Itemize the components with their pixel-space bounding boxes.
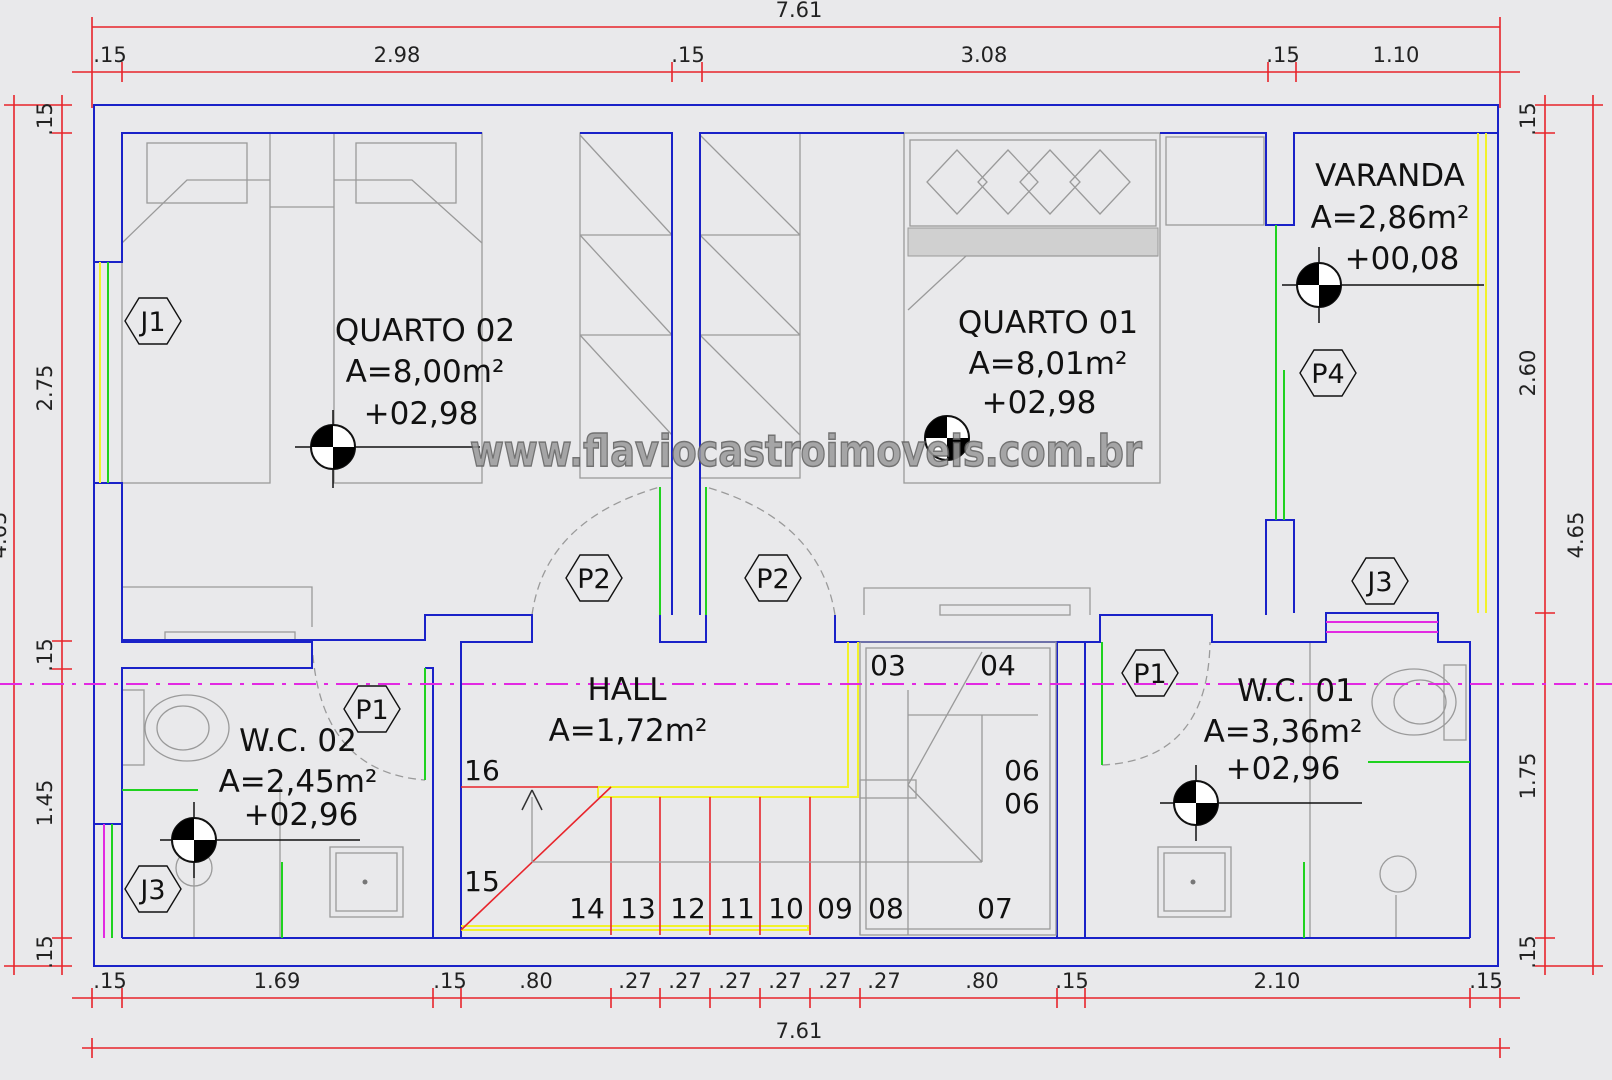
openings — [99, 133, 1487, 938]
step-16: 16 — [464, 754, 500, 787]
room-name-quarto02: QUARTO 02 — [335, 313, 515, 349]
dim-left-3: .15 — [33, 638, 57, 671]
step-15: 15 — [464, 865, 500, 898]
tag-p2-right: P2 — [756, 564, 789, 595]
step-08: 08 — [868, 892, 904, 925]
level-marker-wc01 — [1160, 765, 1362, 841]
step-06a: 06 — [1004, 754, 1040, 787]
room-name-hall: HALL — [587, 672, 667, 708]
tag-p4: P4 — [1311, 359, 1344, 390]
dim-bottom-4: .80 — [519, 969, 552, 993]
dim-bottom-6: .27 — [668, 969, 701, 993]
dim-left-1: .15 — [33, 102, 57, 135]
opening-tags — [124, 297, 1409, 913]
staircase — [460, 641, 1057, 936]
tag-j3-wc02: J3 — [138, 875, 165, 906]
dim-bottom-3: .15 — [433, 969, 466, 993]
dim-top-3: .15 — [671, 43, 704, 67]
step-04: 04 — [980, 649, 1016, 682]
step-03: 03 — [870, 649, 906, 682]
walls — [93, 104, 1499, 967]
dim-bottom-9: .27 — [818, 969, 851, 993]
room-labels: QUARTO 02 A=8,00m² +02,98 QUARTO 01 A=8,… — [219, 158, 1470, 833]
dim-overall-top: 7.61 — [776, 0, 823, 22]
dim-top-5: .15 — [1266, 43, 1299, 67]
step-13: 13 — [620, 892, 656, 925]
room-level-quarto01: +02,98 — [982, 385, 1097, 421]
room-level-wc02: +02,96 — [244, 797, 359, 833]
dim-right-total: 4.65 — [1564, 512, 1588, 559]
step-07: 07 — [977, 892, 1013, 925]
dim-bottom-14: .15 — [1469, 969, 1502, 993]
stair-step-labels: 03 04 06 06 16 15 14 13 12 11 10 09 08 0… — [464, 649, 1040, 925]
room-name-varanda: VARANDA — [1315, 158, 1465, 194]
dim-right-1: .15 — [1516, 102, 1540, 135]
room-area-wc02: A=2,45m² — [219, 764, 378, 800]
tag-j3-varanda: J3 — [1365, 567, 1392, 598]
dim-bottom-13: 2.10 — [1254, 969, 1301, 993]
dim-top-6: 1.10 — [1373, 43, 1420, 67]
dim-left-2: 2.75 — [33, 365, 57, 412]
tag-labels: J1 P2 P2 P4 J3 P1 P1 J3 — [138, 307, 1392, 906]
tag-p1-wc02: P1 — [355, 695, 388, 726]
level-markers — [160, 247, 1484, 878]
room-level-wc01: +02,96 — [1226, 751, 1341, 787]
dim-bottom-11: .80 — [965, 969, 998, 993]
room-name-quarto01: QUARTO 01 — [958, 305, 1138, 341]
dim-bottom-8: .27 — [768, 969, 801, 993]
dim-right-2: 2.60 — [1516, 350, 1540, 397]
room-area-quarto02: A=8,00m² — [346, 354, 505, 390]
watermark: www.flaviocastroimoveis.com.br — [470, 426, 1142, 477]
dim-left-4: 1.45 — [33, 780, 57, 827]
tag-p1-wc01: P1 — [1133, 659, 1166, 690]
step-12: 12 — [670, 892, 706, 925]
dim-left-5: .15 — [33, 935, 57, 968]
step-09: 09 — [817, 892, 853, 925]
room-area-quarto01: A=8,01m² — [969, 346, 1128, 382]
dim-bottom-12: .15 — [1055, 969, 1088, 993]
level-marker-quarto01 — [924, 415, 970, 461]
dim-bottom-7: .27 — [718, 969, 751, 993]
room-name-wc01: W.C. 01 — [1237, 673, 1355, 709]
level-marker-wc02 — [160, 802, 360, 878]
step-06b: 06 — [1004, 787, 1040, 820]
room-area-wc01: A=3,36m² — [1204, 714, 1363, 750]
dim-bottom-10: .27 — [867, 969, 900, 993]
step-14: 14 — [569, 892, 605, 925]
tag-j1: J1 — [138, 307, 165, 338]
level-marker-varanda — [1282, 247, 1484, 323]
level-marker-quarto02 — [295, 410, 480, 488]
step-11: 11 — [719, 892, 755, 925]
dim-top-1: .15 — [93, 43, 126, 67]
room-name-wc02: W.C. 02 — [239, 723, 357, 759]
dim-bottom-5: .27 — [618, 969, 651, 993]
step-10: 10 — [768, 892, 804, 925]
dim-overall-bottom: 7.61 — [776, 1019, 823, 1043]
dimension-lines — [4, 17, 1603, 1058]
room-area-hall: A=1,72m² — [549, 713, 708, 749]
dim-left-total: 4.65 — [0, 512, 11, 559]
dim-bottom-2: 1.69 — [254, 969, 301, 993]
dim-top-4: 3.08 — [961, 43, 1008, 67]
tag-p2-left: P2 — [577, 564, 610, 595]
dim-right-3: 1.75 — [1516, 753, 1540, 800]
dimension-labels: 7.61 .15 2.98 .15 3.08 .15 1.10 .15 1.69… — [0, 0, 1588, 1043]
dim-top-2: 2.98 — [374, 43, 421, 67]
furniture — [121, 132, 1467, 938]
dim-right-4: .15 — [1516, 935, 1540, 968]
room-level-quarto02: +02,98 — [364, 396, 479, 432]
room-level-varanda: +00,08 — [1345, 241, 1460, 277]
room-area-varanda: A=2,86m² — [1311, 200, 1470, 236]
dim-bottom-1: .15 — [93, 969, 126, 993]
